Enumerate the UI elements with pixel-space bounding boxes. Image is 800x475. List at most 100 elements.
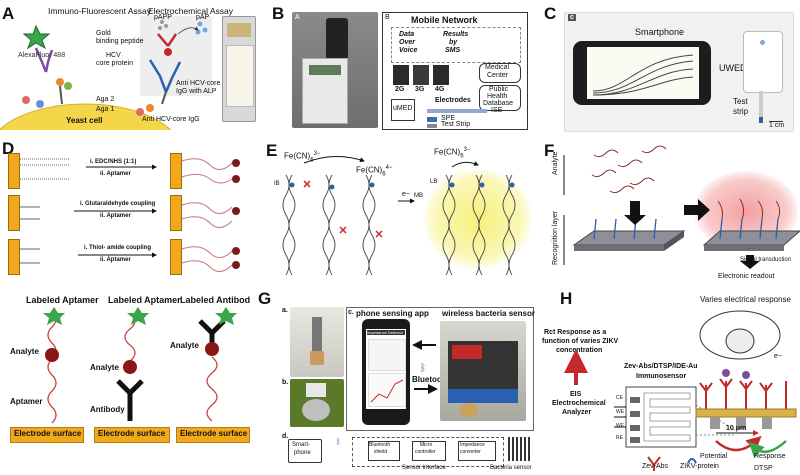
anti-alp-label-1: Anti HCV-core (176, 80, 221, 87)
recognition-layer-label: Recognition layer (552, 210, 559, 265)
results-by-sms-3: SMS (445, 47, 461, 54)
wireless-sensor-photo (440, 321, 526, 421)
anti-alp-label-2: IgG with ALP (176, 88, 217, 95)
panel-h: H Rct Response as a function of varies Z… (540, 287, 800, 475)
label-3g: 3G (415, 86, 425, 93)
electrodes-label: Electrodes (435, 97, 471, 104)
spe-label: SPE (441, 115, 456, 122)
analyte-label-2: Analyte (90, 363, 119, 372)
panel-f: F Analyte Recognition layer Signal trans… (534, 135, 800, 285)
alexa-label: AlexaFluor 488 (18, 52, 66, 59)
bluetooth-label: Bluetooth (412, 375, 450, 384)
eis-label-3: Analyzer (562, 409, 592, 416)
lb-label: LB (430, 179, 438, 185)
panel-c: C c Smartphone UWED Test strip 1 cm (534, 0, 800, 132)
panel-e: E Fe(CN)63− Fe(CN)64− Fe(CN)63− IB LB MB… (264, 135, 534, 285)
electrode-right-3 (170, 239, 182, 275)
h-e-minus: e− (774, 353, 782, 360)
zikv-immunosensor-diagram (564, 310, 797, 471)
imp-label-1: Impedance (460, 442, 485, 448)
app-graph (370, 379, 404, 403)
labeled-antibody: Labeled Antibody (180, 295, 250, 305)
data-over-voice-3: Voice (399, 47, 418, 54)
umed-device-photo: A (292, 12, 378, 128)
mobile-network-title: Mobile Network (411, 15, 478, 25)
electrode-surface-1 (10, 427, 84, 443)
potential-label: Potential (700, 453, 728, 460)
public-health-3: Database (483, 100, 513, 107)
panel-label-h: H (560, 289, 573, 308)
scale-bar-label: 1 cm (769, 122, 785, 129)
bt-shield-label-2: shield (374, 449, 388, 455)
label-2g: 2G (395, 86, 405, 93)
recognition-layer-diagram (563, 145, 800, 269)
panel-d: D i. EDC/NHS (1:1) ii. Aptamer i. Glutar… (0, 135, 250, 475)
micro-label-1: Micro (420, 442, 433, 448)
gold-label: Gold (96, 30, 111, 37)
electrode-surface-3 (176, 427, 250, 443)
labeled-aptamer-1: Labeled Aptamer (26, 295, 99, 305)
sensor-interface-label: Sensor interface (402, 465, 446, 471)
inset-c-label: c (568, 14, 576, 21)
inset-b-label: B (385, 14, 390, 21)
dna-electrode-diagram (282, 156, 516, 276)
zev-title-2: Immunosensor (636, 373, 687, 380)
antibody-label: Antibody (90, 405, 125, 414)
analyte-label-3: Analyte (170, 341, 199, 350)
rct-label-2: function of varies ZIKV (542, 338, 619, 345)
zev-abs-legend: Zev-Abs (642, 463, 669, 470)
papp-label: pAPP (154, 14, 172, 21)
panel-label-f: F (544, 141, 555, 160)
data-over-voice-2: Over (399, 39, 415, 46)
panel-label-c: C (544, 4, 557, 23)
test-strip-label: Test Strip (441, 121, 471, 128)
bt-shield-label-1: Bluetooth (369, 442, 391, 448)
bluetooth-icon: ᛒ (420, 363, 426, 374)
eis-label-2: Electrochemical (552, 400, 606, 407)
ce-label: CE (616, 395, 623, 401)
wireless-sensor-title: wireless bacteria sensor (442, 309, 535, 318)
medical-center-2: Center (487, 72, 509, 79)
panel-a: A Immuno-Fluorescent Assay Electrochemic… (0, 0, 265, 130)
inset-a-label: A (295, 14, 300, 21)
response-label: Response (754, 453, 786, 460)
fe-left: Fe(CN)63− (284, 151, 321, 164)
we-label: WE (616, 409, 625, 415)
bluetooth-icon-small: ᛒ (336, 437, 341, 446)
panel-g: G a. b. c. phone sensing app wireless ba… (252, 287, 538, 475)
medical-center-1: Medical (485, 64, 510, 71)
smartphone-block (288, 439, 322, 463)
labeled-sensor-schemes (43, 307, 237, 424)
analyte-label-1: Analyte (10, 347, 39, 356)
electrode-surface-label-1: Electrode surface (14, 429, 82, 438)
public-health-2: Health (487, 93, 508, 100)
results-by-sms-1: Results (443, 31, 469, 38)
electrode-right-1 (170, 153, 182, 189)
bluetooth-arrows (412, 340, 438, 394)
results-by-sms-2: by (449, 39, 458, 46)
ise-label: ISE (491, 107, 503, 114)
umed-label: uMED (393, 105, 413, 112)
eis-label-1: EIS (570, 391, 582, 398)
zikv-legend: ZIKV-protein (680, 463, 719, 470)
electrode-surface-label-2: Electrode surface (98, 429, 166, 438)
panel-label-g: G (258, 289, 272, 308)
data-over-voice-1: Data (399, 31, 415, 38)
panel-label-b: B (272, 4, 285, 23)
step3a: i. Thiol- amide coupling (84, 245, 151, 251)
step1b: ii. Aptamer (100, 171, 131, 177)
electronic-readout-label: Electronic readout (718, 273, 775, 280)
ten-um-label: 10 μm (726, 425, 747, 432)
bt-shield-block (368, 441, 400, 461)
core-label: core protein (96, 60, 133, 67)
step3b: ii. Aptamer (100, 257, 131, 263)
smartphone-block-label-2: phone (294, 450, 311, 456)
g-a-label: a. (282, 307, 288, 314)
coin-sensor-photo (290, 379, 344, 427)
impedance-converter-block (458, 441, 496, 461)
e-minus-label: e− (402, 191, 410, 198)
g-b-label: b. (282, 379, 289, 386)
binding-label: binding peptide (96, 38, 144, 45)
electrode-right-2 (170, 195, 182, 231)
yeast-cell-diagram (0, 20, 208, 130)
